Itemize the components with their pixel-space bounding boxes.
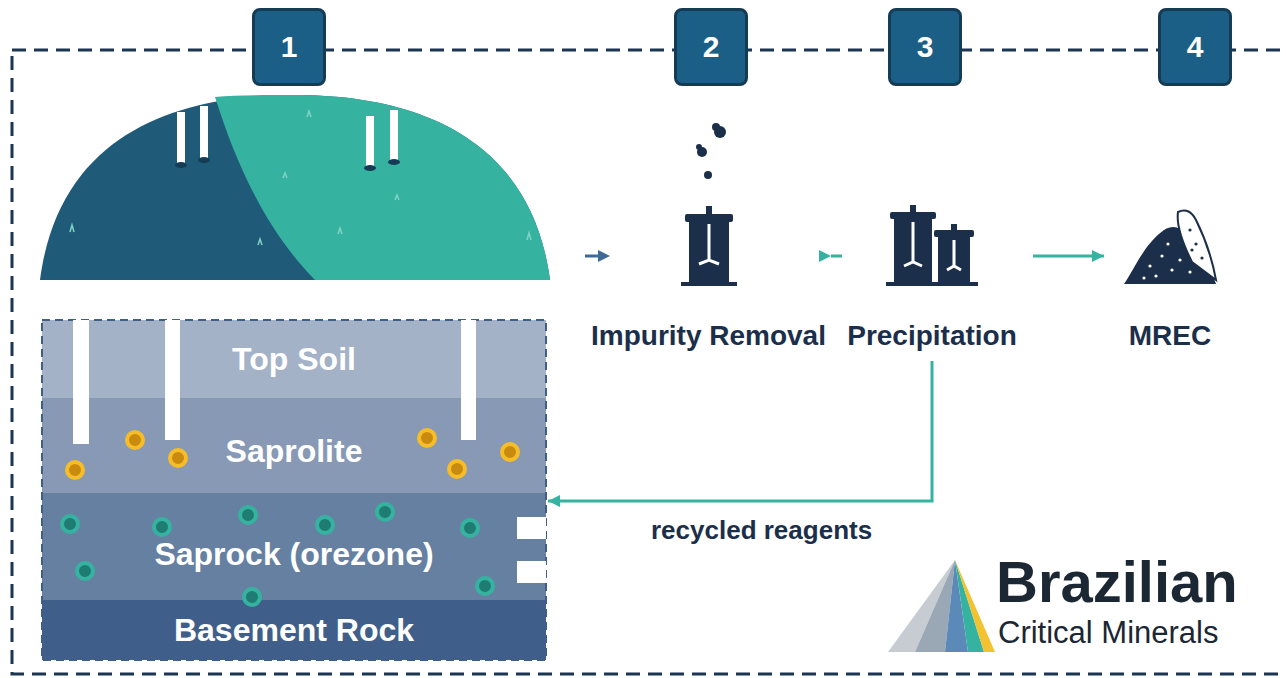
flow-arrow (585, 250, 610, 262)
pile-speck (1188, 270, 1191, 273)
callout-number: 2 (674, 8, 748, 86)
layer-label: Top Soil (232, 341, 356, 378)
process-icon (1120, 200, 1220, 290)
connector (548, 361, 932, 507)
agitator (904, 222, 961, 270)
agitator (699, 224, 719, 264)
product-bag (1178, 210, 1216, 280)
layer-label: Basement Rock (174, 612, 414, 649)
arrowhead (1092, 250, 1104, 262)
bag-speck (1188, 228, 1191, 231)
strata-band: Saprock (orezone) (42, 493, 546, 600)
tank-body (689, 220, 729, 282)
hill-figure (40, 95, 550, 280)
tank-cap (951, 224, 957, 230)
step-label: Precipitation (841, 318, 1023, 353)
tank-lid (890, 212, 936, 219)
pile-speck (1160, 254, 1163, 257)
layer-label: Saprolite (226, 433, 363, 470)
pile-speck (1178, 258, 1181, 261)
bag-speck (1190, 248, 1193, 251)
process-step: Precipitation (841, 200, 1023, 353)
step-label: Impurity Removal (585, 318, 832, 353)
connector-line (548, 361, 932, 501)
logo-name: Brazilian (996, 548, 1238, 615)
callout-number: 1 (252, 8, 326, 86)
process-step: MREC (1114, 200, 1226, 353)
tank-base (681, 282, 737, 286)
tank-lid (934, 230, 974, 237)
strata-band: Basement Rock (42, 600, 546, 660)
logo-mark (888, 560, 995, 652)
bag-speck (1200, 256, 1203, 259)
tank-cap (706, 206, 712, 214)
edge-label: recycled reagents (648, 515, 875, 546)
process-icon (882, 200, 982, 290)
callout-number: 4 (1158, 8, 1232, 86)
arrowhead (548, 495, 560, 507)
arrowhead (819, 250, 831, 262)
pile-speck (1142, 276, 1145, 279)
step-label: MREC (1114, 318, 1226, 353)
tank-base (886, 282, 978, 286)
strata-band: Top Soil (42, 320, 546, 398)
bag-speck (1194, 242, 1197, 245)
pile-speck (1170, 268, 1173, 271)
pile-speck (1154, 274, 1157, 277)
callout-number: 3 (888, 8, 962, 86)
connector (819, 250, 842, 262)
strata-band: Saprolite (42, 398, 546, 493)
layer-label: Saprock (orezone) (154, 536, 433, 573)
connector-line (1033, 255, 1104, 258)
strata-section (42, 320, 546, 660)
connector-line (831, 255, 842, 258)
process-icon (659, 200, 759, 290)
tank-cap (910, 205, 916, 212)
pile-speck (1166, 242, 1169, 245)
logo-subtitle: Critical Minerals (998, 615, 1218, 651)
process-step: Impurity Removal (585, 200, 832, 353)
pile-speck (1148, 264, 1151, 267)
frame-border (12, 50, 1286, 674)
tank-lid (685, 214, 733, 222)
connector (1033, 250, 1104, 262)
smoke-puffs (696, 123, 726, 179)
ore-dots (62, 430, 518, 605)
